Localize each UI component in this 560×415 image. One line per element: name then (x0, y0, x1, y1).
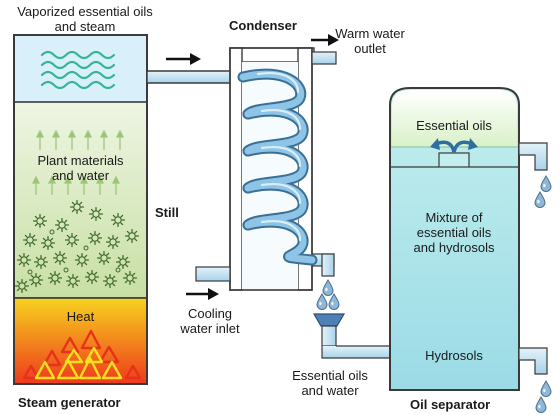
mixture-label-line2: essential oils (416, 225, 492, 240)
separator-drops (534, 175, 552, 413)
oil-separator-label: Oil separator (410, 397, 491, 412)
mixture-label: Mixture of essential oils and hydrosols (391, 210, 517, 255)
condenser-water-drops (316, 279, 340, 310)
vapor-flow-arrow (166, 53, 201, 65)
cooling-water-inlet-label: Cooling water inlet (166, 306, 254, 336)
eo-water-label-line2: and water (301, 383, 359, 398)
cooling-water-arrow (186, 288, 219, 300)
hydrosols-label: Hydrosols (425, 348, 483, 363)
plant-materials-label: Plant materials and water (14, 153, 147, 183)
mixture-label-line3: and hydrosols (413, 240, 495, 255)
collection-funnel (312, 313, 391, 359)
right-arrow-icon (166, 34, 339, 300)
heat-chamber (13, 297, 148, 385)
condenser-coil (237, 68, 318, 266)
heat-label: Heat (66, 309, 95, 324)
essential-oil-outlet (518, 142, 548, 171)
condenser (195, 47, 337, 291)
hydrosol-outlet (518, 347, 548, 375)
steam-generator-label: Steam generator (18, 395, 121, 410)
vapor-label-line2: and steam (54, 19, 116, 34)
plant-label-line1: Plant materials (37, 153, 124, 168)
plant-particles (14, 199, 140, 294)
plant-label-line2: and water (51, 168, 110, 183)
curved-arrows-icon (430, 138, 478, 153)
plant-chamber (13, 101, 148, 299)
warm-water-label-line1: Warm water (335, 26, 405, 41)
separator-tank (389, 87, 520, 391)
vapor-label-line1: Vaporized essential oils (17, 4, 153, 19)
essential-oils-and-water-label: Essential oils and water (278, 368, 382, 398)
flame-icons (22, 329, 142, 380)
eo-water-label-line1: Essential oils (292, 368, 368, 383)
warm-water-arrow (311, 34, 339, 46)
vapor-waves (40, 50, 116, 90)
warm-water-outlet-pipe (311, 51, 337, 65)
condenser-jacket (229, 47, 313, 291)
oil-separator (389, 87, 548, 391)
warm-water-label-line2: outlet (354, 41, 386, 56)
essential-oils-layer-label: Essential oils (416, 118, 492, 133)
vapor-pipe (146, 70, 244, 84)
mixture-label-line1: Mixture of (425, 210, 483, 225)
essential-oil-layer (392, 90, 517, 147)
vapor-label: Vaporized essential oils and steam (6, 4, 164, 34)
warm-water-outlet-label: Warm water outlet (330, 26, 410, 56)
condenser-label: Condenser (229, 18, 297, 33)
still-label: Still (155, 205, 179, 220)
cooling-label-line1: Cooling (187, 306, 233, 321)
steam-rising-arrows (31, 129, 125, 195)
still-vessel (13, 34, 148, 385)
cooling-water-inlet-pipe (195, 266, 231, 282)
cooling-label-line2: water inlet (180, 321, 240, 336)
